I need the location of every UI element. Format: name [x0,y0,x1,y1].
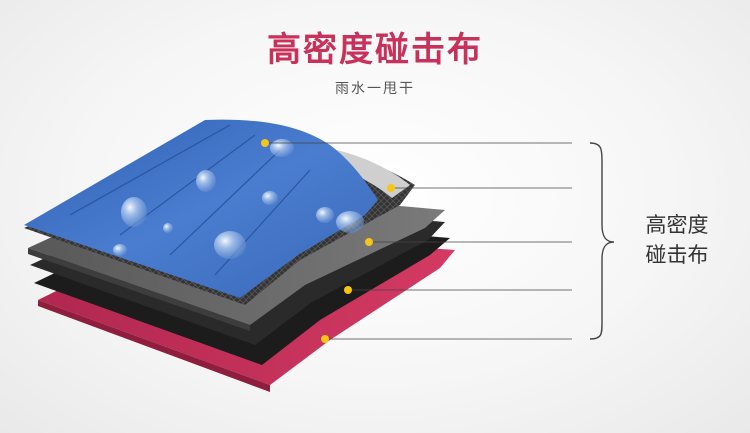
callout-dot-1 [261,139,269,147]
page-subtitle: 雨水一甩干 [335,81,415,97]
bracket [589,142,615,340]
callout-dot-3 [365,238,373,246]
callout-dot-4 [344,286,352,294]
callout-dots [261,139,395,343]
callout-dot-5 [321,335,329,343]
side-label-line-2: 碰击布 [645,243,709,267]
side-label-line-1: 高密度 [645,213,709,237]
blue-waterproof-layer [24,119,378,298]
page-title: 高密度碰击布 [267,30,483,70]
callout-dot-2 [387,184,395,192]
callout-lines [265,142,572,340]
